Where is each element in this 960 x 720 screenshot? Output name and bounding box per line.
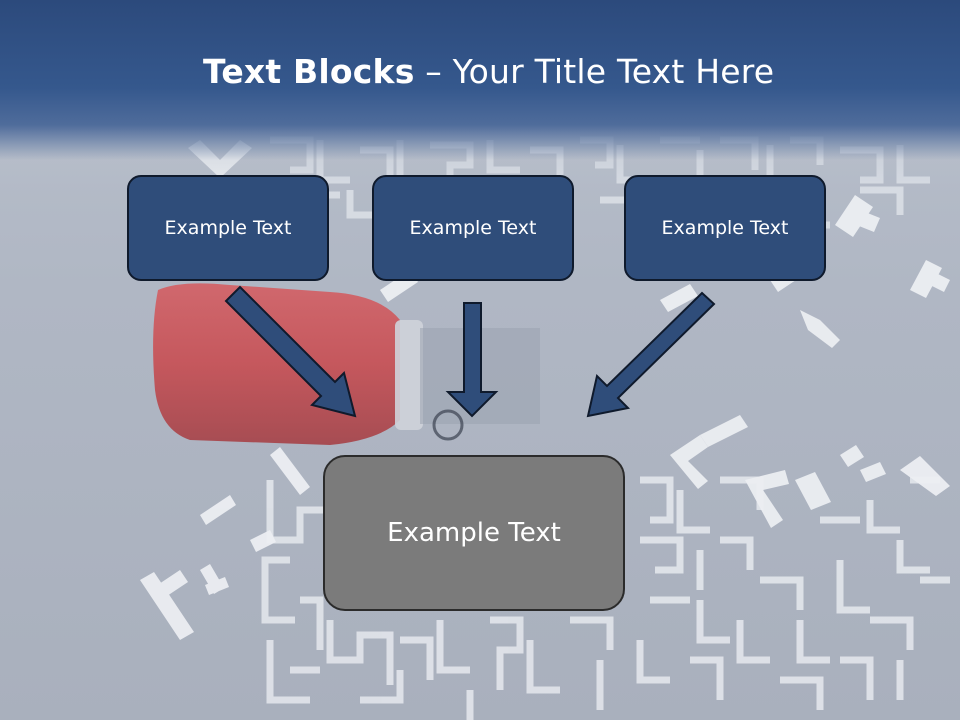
text-block-2-label: Example Text — [409, 217, 537, 239]
arrow-left-down-icon — [224, 285, 357, 418]
center-text-block-label: Example Text — [387, 518, 561, 548]
arrow-right-down-icon — [586, 291, 716, 418]
title-bold-text: Text Blocks — [203, 52, 415, 91]
arrow-down-icon — [445, 302, 499, 418]
title-rest-text: – Your Title Text Here — [414, 52, 775, 91]
header-band — [0, 0, 960, 160]
center-text-block[interactable]: Example Text — [323, 455, 625, 611]
text-block-3-label: Example Text — [661, 217, 789, 239]
slide-title: Text Blocks – Your Title Text Here — [203, 52, 774, 100]
text-block-2[interactable]: Example Text — [372, 175, 574, 281]
text-block-1-label: Example Text — [164, 217, 292, 239]
text-block-3[interactable]: Example Text — [624, 175, 826, 281]
text-block-1[interactable]: Example Text — [127, 175, 329, 281]
